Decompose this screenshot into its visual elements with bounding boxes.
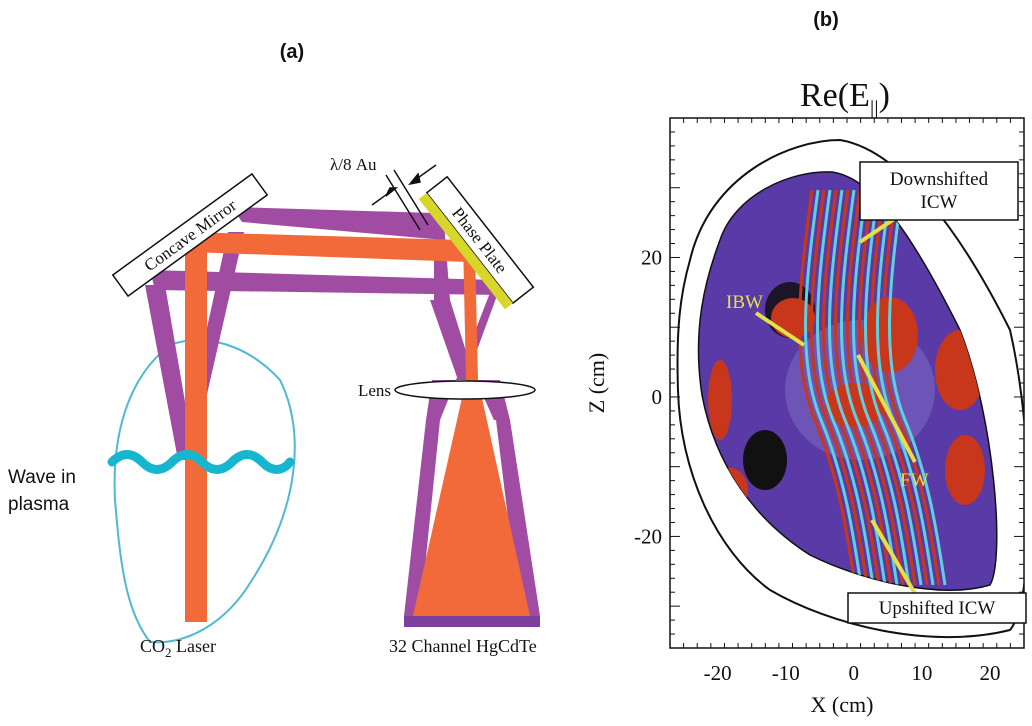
red-lobe	[945, 435, 985, 505]
x-tick-label: -10	[772, 661, 800, 685]
x-tick-label: 0	[849, 661, 860, 685]
wave-stripes	[798, 189, 947, 586]
wave-front	[816, 189, 875, 586]
wave-front	[804, 189, 863, 586]
wave-label-line1: Wave in	[8, 467, 76, 488]
wave-front	[840, 189, 899, 586]
wave-front	[882, 189, 941, 586]
red-lobe	[771, 298, 815, 338]
red-lobe	[825, 383, 885, 427]
panel-b: (b) Re(E||)	[584, 9, 1027, 717]
y-axis-label: Z (cm)	[584, 353, 609, 413]
wave-front	[852, 189, 911, 586]
arrow-icon	[371, 164, 437, 206]
panel-a-label: (a)	[280, 41, 304, 63]
y-tick-label: -20	[634, 524, 662, 548]
wave-front	[870, 189, 929, 586]
downshifted-box	[859, 161, 1019, 221]
y-tick-label: 20	[641, 245, 662, 269]
detector-label: 32 Channel HgCdTe	[389, 636, 537, 656]
panel-b-label: (b)	[813, 9, 839, 31]
ibw-label: IBW	[726, 292, 763, 313]
lens	[394, 380, 536, 400]
wave-label-line2: plasma	[8, 494, 70, 515]
reference-beam	[185, 232, 530, 622]
fw-label: FW	[900, 470, 929, 491]
wave-front	[864, 189, 923, 586]
wave-front	[888, 189, 947, 586]
waveplate-label: λ/8 Au	[330, 155, 377, 174]
wave-front	[822, 189, 881, 586]
wave-icon	[107, 450, 295, 474]
x-tick-labels: -20 -10 0 10 20	[704, 661, 1001, 685]
upshifted-label: Upshifted ICW	[879, 598, 996, 619]
plot-ticks	[669, 117, 1025, 649]
lens-label: Lens	[358, 381, 391, 400]
downshifted-label-line2: ICW	[921, 192, 958, 213]
plot-title: Re(E||)	[800, 77, 890, 121]
wave-front	[798, 189, 857, 586]
plasma-outline	[113, 339, 296, 644]
panel-a: (a) Concave Mirro	[8, 41, 540, 660]
au-coating	[385, 169, 429, 231]
downshifted-label-line1: Downshifted	[890, 169, 989, 190]
detector-bar	[404, 616, 540, 627]
wave-front	[810, 189, 869, 586]
wave-front	[858, 189, 917, 586]
wave-front	[828, 189, 887, 586]
dark-spot	[743, 430, 787, 490]
red-lobe	[708, 360, 732, 440]
y-tick-labels: 20 0 -20	[634, 245, 662, 548]
x-tick-label: 20	[979, 661, 1000, 685]
upshifted-box	[847, 592, 1027, 624]
x-tick-label: -20	[704, 661, 732, 685]
wave-front	[846, 189, 905, 586]
x-axis-label: X (cm)	[811, 692, 874, 717]
laser-label: CO2 Laser	[140, 636, 216, 660]
y-tick-label: 0	[652, 385, 663, 409]
x-tick-label: 10	[911, 661, 932, 685]
